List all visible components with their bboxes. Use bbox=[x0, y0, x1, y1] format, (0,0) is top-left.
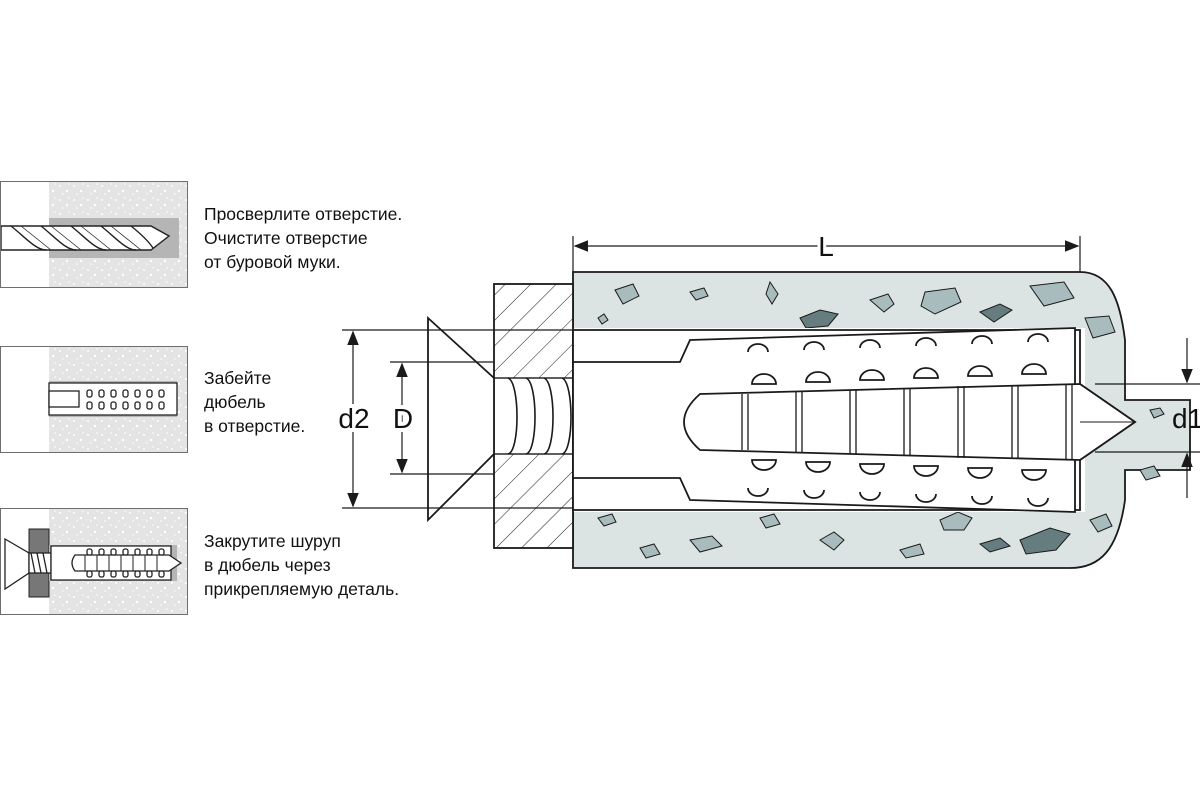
dowel-icon bbox=[48, 382, 178, 416]
screw-in-dowel-icon bbox=[4, 537, 183, 591]
screw bbox=[427, 315, 572, 523]
dowel-slots bbox=[751, 363, 1047, 481]
dimension-D-label: D bbox=[393, 403, 413, 434]
screw-in-illustration bbox=[4, 509, 187, 614]
step-3-text: Закрутите шуруп в дюбель через прикрепля… bbox=[204, 531, 400, 599]
step-2-panel bbox=[0, 346, 188, 453]
step-2-text: Забейте дюбель в отверстие. bbox=[204, 368, 306, 436]
dimension-L-label: L bbox=[818, 231, 834, 262]
screw-thread-inner bbox=[741, 384, 1073, 460]
dimension-d2-label: d2 bbox=[338, 403, 369, 434]
drill-hole-illustration bbox=[1, 182, 187, 287]
step-1-panel bbox=[0, 181, 188, 288]
dimension-lines bbox=[342, 236, 1200, 509]
drill-bit-icon bbox=[1, 225, 171, 251]
dowel bbox=[572, 327, 1137, 513]
screw-thread bbox=[507, 377, 572, 455]
dowel-ribs-bottom bbox=[747, 487, 1049, 507]
dowel-ribs-top bbox=[747, 333, 1049, 353]
step-1-text: Просверлите отверстие. Очистите отверсти… bbox=[204, 204, 403, 272]
insert-dowel-illustration bbox=[48, 347, 187, 452]
step-3-panel bbox=[0, 508, 188, 615]
dimension-d1-label: d1 bbox=[1172, 403, 1200, 434]
